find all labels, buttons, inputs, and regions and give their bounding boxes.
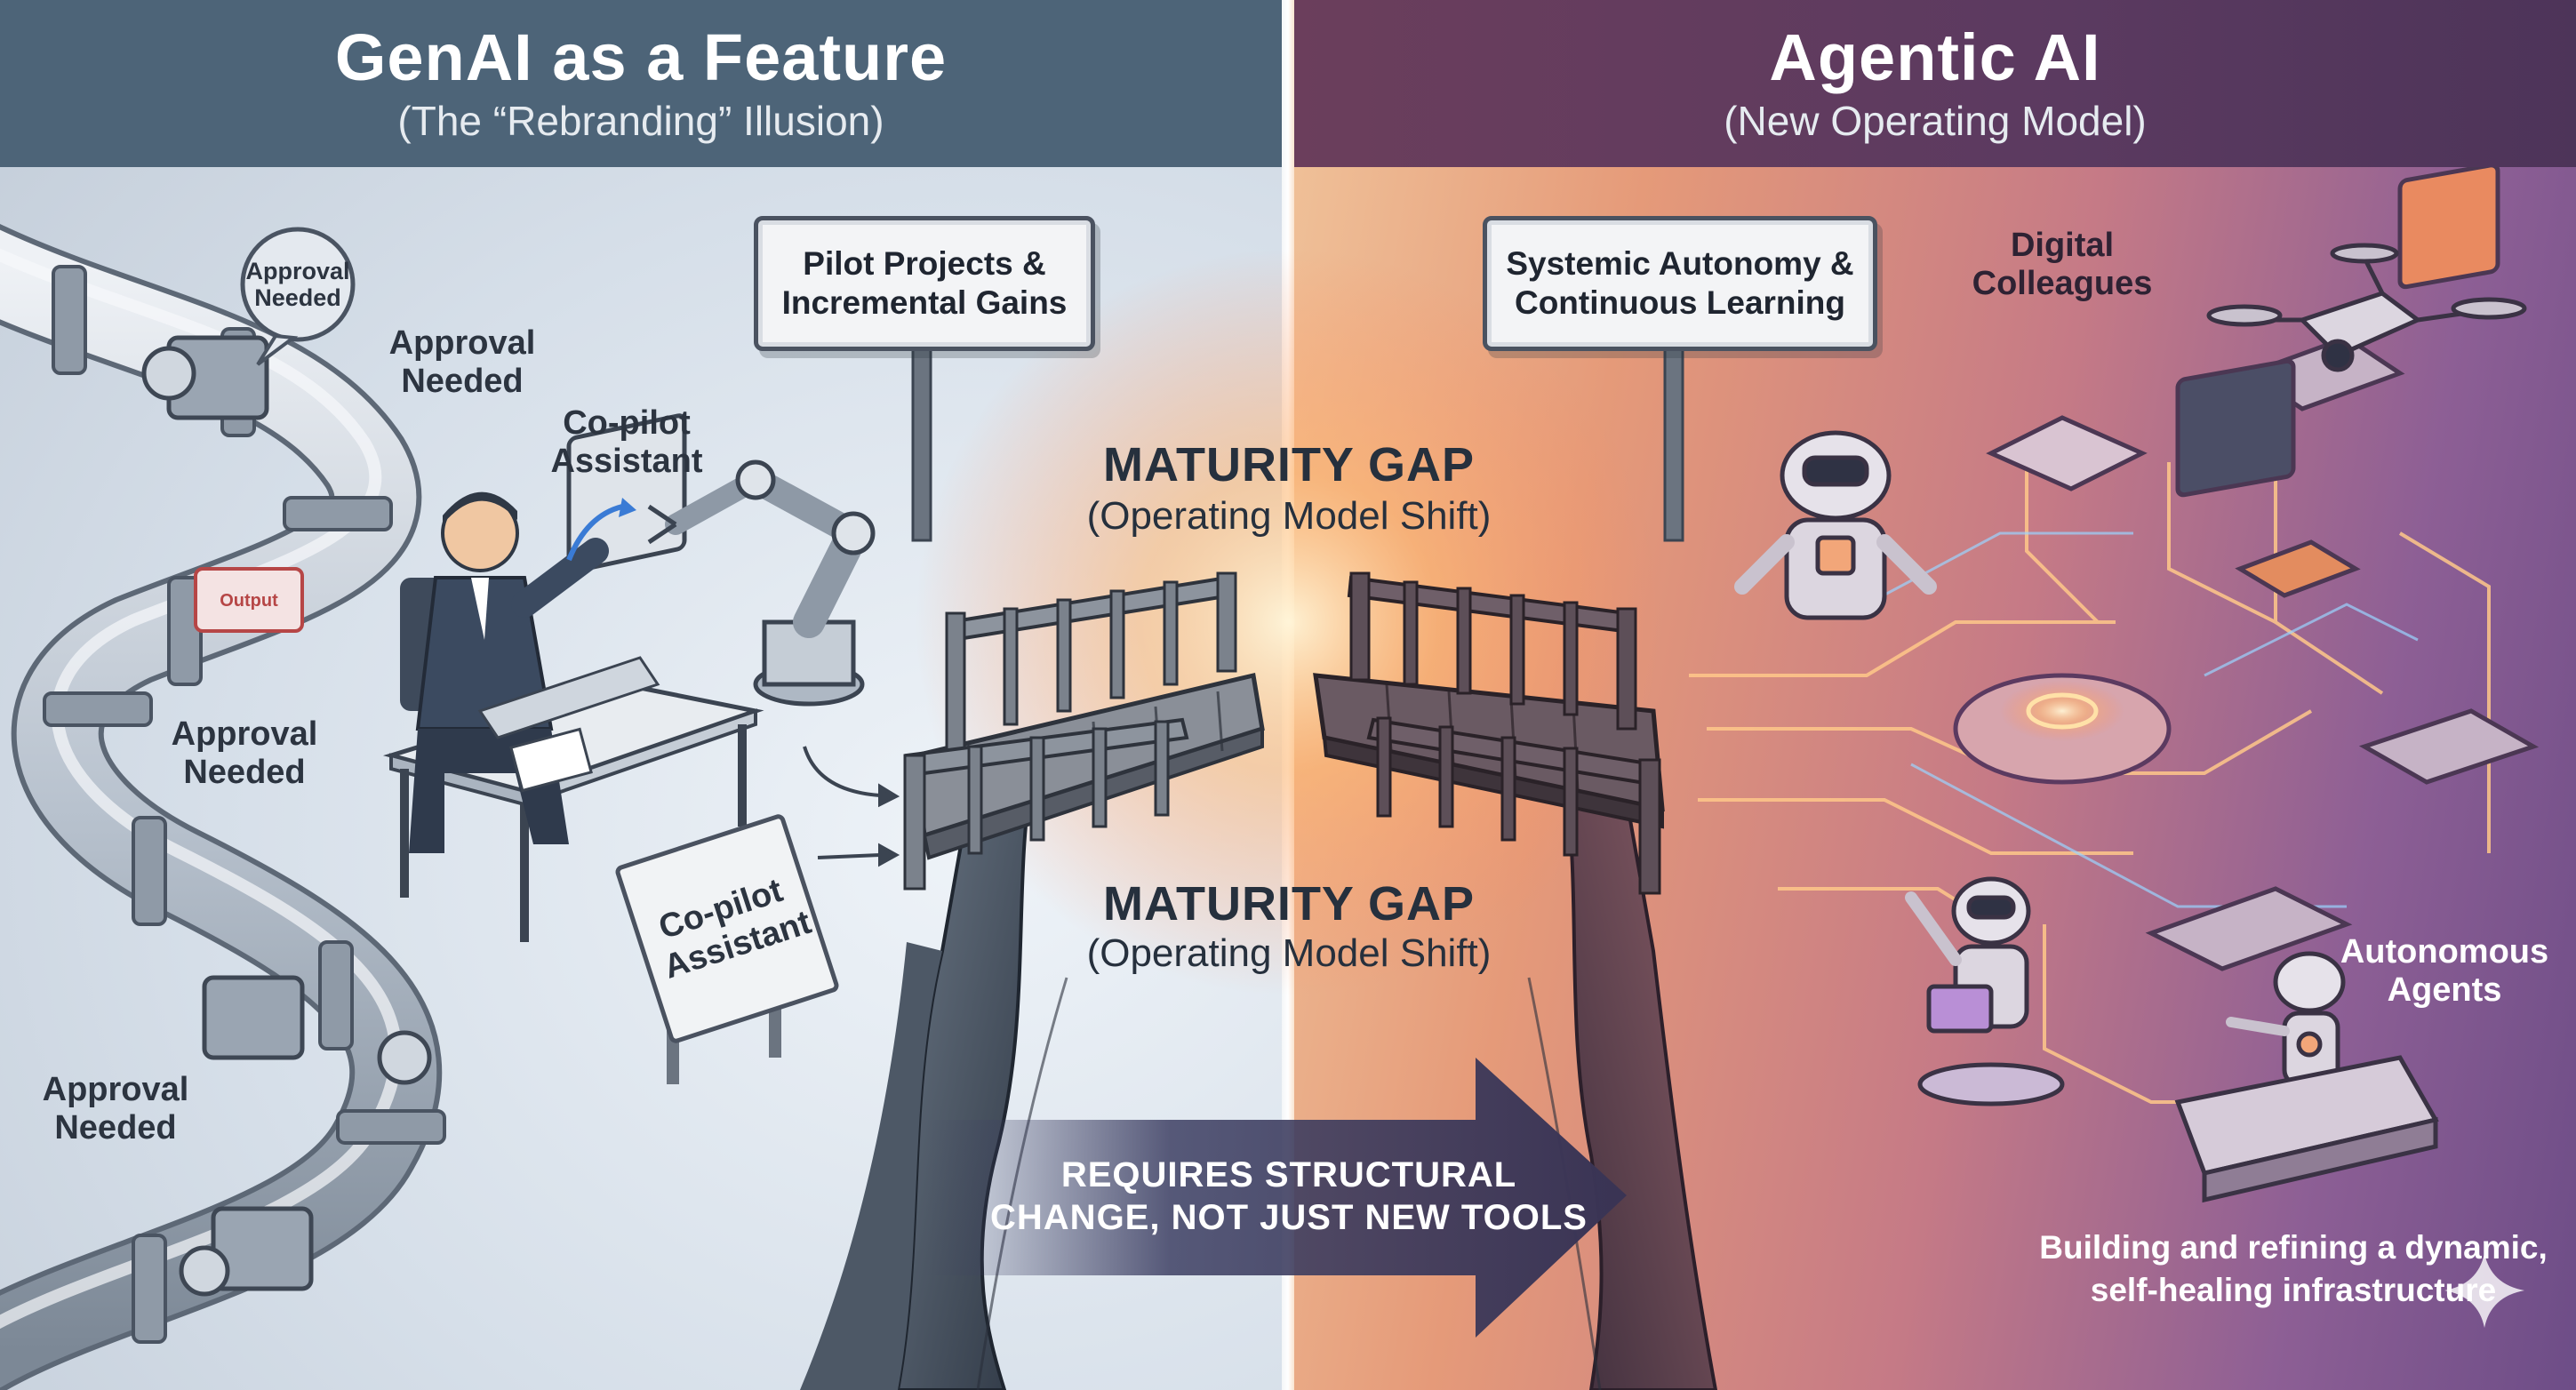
robot-bottom-left	[1905, 876, 2065, 1106]
maturity-gap-subtitle-bottom: (Operating Model Shift)	[1086, 931, 1492, 975]
right-subtitle: (New Operating Model)	[1724, 98, 2147, 144]
left-subtitle: (The “Rebranding” Illusion)	[397, 98, 884, 144]
approval-bubble	[240, 227, 356, 342]
maturity-gap-title-bottom: MATURITY GAP	[1102, 877, 1475, 931]
approval-label-3: Approval Needed	[42, 1071, 189, 1146]
maturity-gap-title-top: MATURITY GAP	[1102, 438, 1475, 491]
robot-arm-illustration	[647, 459, 876, 707]
drone	[2206, 243, 2527, 372]
bridge-left	[903, 571, 1265, 891]
approval-label-1: Approval Needed	[388, 324, 536, 400]
arrow-text: REQUIRES STRUCTURAL CHANGE, NOT JUST NEW…	[960, 1154, 1618, 1239]
pipeline-illustration: Output	[0, 224, 446, 1390]
robot-top	[1734, 430, 1937, 620]
arrow-text-line-1: REQUIRES STRUCTURAL	[1060, 1155, 1517, 1194]
autonomous-agents-label: Autonomous Agents	[2340, 933, 2549, 1009]
systemic-autonomy-sign: Systemic Autonomy & Continuous Learning	[1483, 216, 1877, 351]
pilot-projects-sign: Pilot Projects & Incremental Gains	[754, 216, 1095, 351]
arrow-text-line-2: CHANGE, NOT JUST NEW TOOLS	[990, 1198, 1588, 1237]
svg-text:Output: Output	[220, 591, 278, 611]
copilot-sign-text: Co-pilot Assistant	[654, 872, 816, 987]
left-title: GenAI as a Feature	[334, 20, 948, 94]
maturity-gap-subtitle-top: (Operating Model Shift)	[1086, 494, 1492, 538]
right-header: Agentic AI (New Operating Model)	[1294, 0, 2576, 167]
structural-change-arrow	[924, 1058, 1627, 1338]
approval-bubble-label: Approval Needed	[245, 258, 350, 312]
digital-colleagues-label: Digital Colleagues	[1972, 227, 2153, 302]
right-cliff	[1562, 779, 1718, 1390]
sparkle-icon	[2444, 1253, 2524, 1328]
robot-bottom-right	[2174, 951, 2439, 1203]
approval-label-2: Approval Needed	[171, 715, 318, 791]
desk-illustration	[382, 413, 764, 942]
right-title: Agentic AI	[1769, 20, 2101, 94]
infrastructure-caption: Building and refining a dynamic, self-he…	[2039, 1229, 2548, 1309]
bridge-right	[1313, 571, 1665, 895]
left-header: GenAI as a Feature (The “Rebranding” Ill…	[0, 0, 1282, 167]
copilot-label: Co-pilot Assistant	[550, 404, 703, 480]
